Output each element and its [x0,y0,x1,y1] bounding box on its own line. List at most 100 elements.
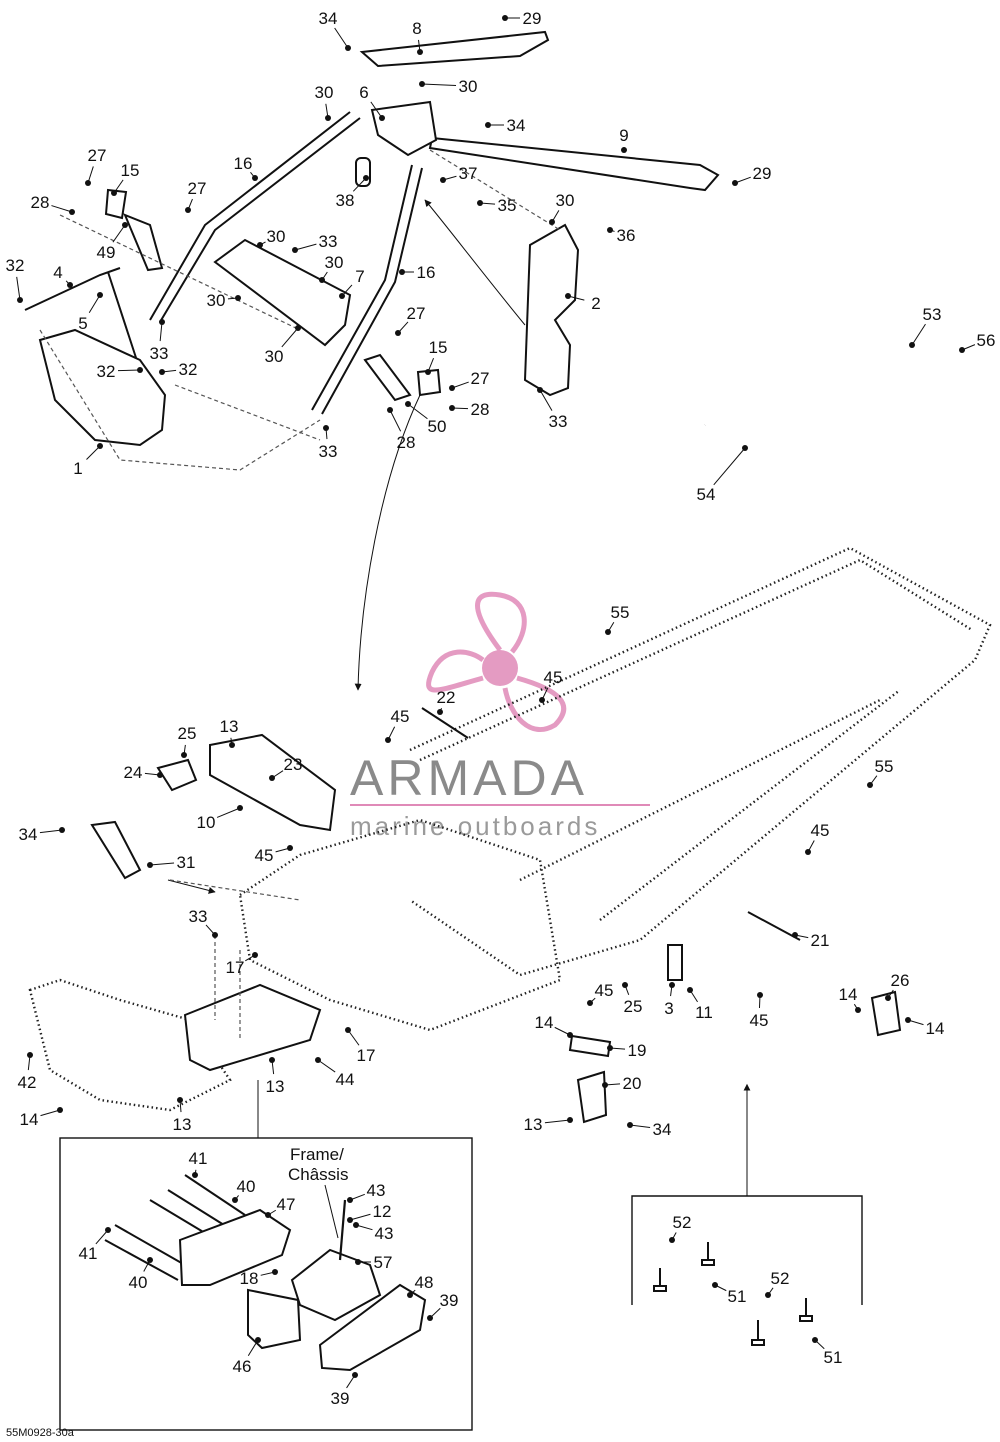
fastener-37 [440,177,446,183]
fastener-14 [905,1017,911,1023]
fastener-50 [405,401,411,407]
fastener-28 [387,407,393,413]
leader-28 [51,205,73,213]
fastener-14 [855,1007,861,1013]
fastener-27 [449,385,455,391]
callout-55: 55 [611,603,630,622]
fastener-23 [269,775,275,781]
leader-12 [349,1213,371,1221]
fastener-52 [765,1292,771,1298]
fastener-22 [437,709,443,715]
callout-29: 29 [753,164,772,183]
fastener-31 [147,862,153,868]
fastener-33 [292,247,298,253]
callout-17: 17 [357,1046,376,1065]
fastener-28 [449,405,455,411]
leader-10 [216,807,241,818]
callout-22: 22 [437,688,456,707]
callout-35: 35 [498,196,517,215]
leader-32 [117,369,141,372]
callout-25: 25 [624,997,643,1016]
part-20-bracket [576,1070,608,1124]
reference-code: 55M0928-30a [6,1427,75,1439]
leader-53 [911,323,926,346]
part-4-link [24,267,141,371]
callout-leaders [16,15,976,1389]
propeller-logo-icon [426,591,567,732]
fastener-49 [122,222,128,228]
fastener-33 [159,319,165,325]
callout-33: 33 [319,232,338,251]
fastener-54 [742,445,748,451]
fastener-28 [69,209,75,215]
callout-13: 13 [266,1077,285,1096]
fastener-9 [621,147,627,153]
callout-30: 30 [265,347,284,366]
callout-3: 3 [664,999,673,1018]
callout-1: 1 [73,459,82,478]
part-1-nose [38,328,167,447]
leader-34 [39,829,63,834]
fastener-25 [622,982,628,988]
callout-40: 40 [237,1177,256,1196]
callout-54: 54 [697,485,716,504]
callout-45: 45 [595,981,614,1000]
callout-6: 6 [359,83,368,102]
callout-41: 41 [189,1149,208,1168]
callout-24: 24 [124,763,143,782]
fastener-45 [805,849,811,855]
fastener-34 [627,1122,633,1128]
fastener-41 [105,1227,111,1233]
callout-21: 21 [811,931,830,950]
callout-19: 19 [628,1041,647,1060]
callout-47: 47 [277,1195,296,1214]
fastener-55 [605,629,611,635]
inset-label-leader [324,1184,339,1239]
leader-38 [352,177,367,192]
fastener-24 [157,772,163,778]
callout-14: 14 [535,1013,554,1032]
leader-30 [281,327,299,348]
callout-52: 52 [771,1269,790,1288]
callout-13: 13 [173,1115,192,1134]
callout-45: 45 [750,1011,769,1030]
callout-13: 13 [220,717,239,736]
callout-43: 43 [367,1181,386,1200]
callout-51: 51 [728,1287,747,1306]
fastener-12 [347,1217,353,1223]
callout-2: 2 [591,294,600,313]
part-16-tube-left [149,111,361,323]
part-6-bracket [370,100,438,157]
fastener-11 [687,987,693,993]
fastener-33 [537,387,543,393]
chassis-front [238,818,562,1032]
callout-37: 37 [459,164,478,183]
fastener-32 [17,297,23,303]
arrow-to-frame [424,199,526,326]
callout-30: 30 [207,291,226,310]
fastener-55 [867,782,873,788]
fastener-27 [395,330,401,336]
fastener-51 [712,1282,718,1288]
arrow-top-to-chassis [354,394,421,691]
fastener-33 [212,932,218,938]
callout-12: 12 [373,1202,392,1221]
callout-14: 14 [20,1110,39,1129]
callout-14: 14 [839,985,858,1004]
assembly-lines-chassis [169,879,301,1040]
fastener-45 [385,737,391,743]
part-34-side-bracket [90,820,142,880]
fastener-8 [417,49,423,55]
inset-label-chassis: Châssis [288,1165,348,1184]
fastener-36 [607,227,613,233]
fastener-34 [345,45,351,51]
stud-parts [653,1242,813,1346]
callout-15: 15 [121,161,140,180]
leader-49 [112,224,126,243]
fastener-38 [363,175,369,181]
callout-18: 18 [240,1269,259,1288]
leader-14 [40,1109,61,1117]
fastener-30 [419,81,425,87]
fastener-13 [229,742,235,748]
upper-frame-assembly [24,30,720,471]
